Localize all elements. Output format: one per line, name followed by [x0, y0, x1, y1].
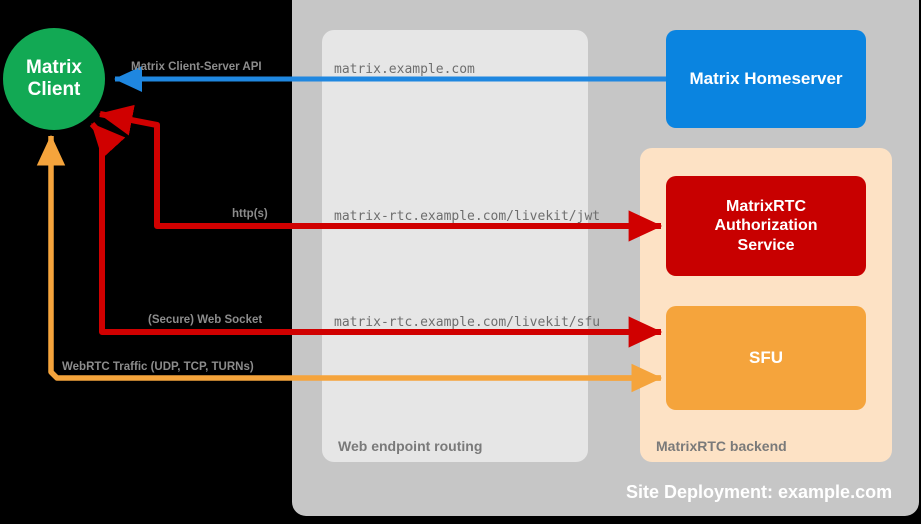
homeserver-endpoint-text: matrix.example.com	[334, 62, 475, 77]
edge-client-server-api-label: Matrix Client-Server API	[131, 61, 262, 73]
edge-https-line	[98, 104, 660, 229]
edge-websocket-label: (Secure) Web Socket	[148, 314, 263, 326]
sfu-endpoint-text: matrix-rtc.example.com/livekit/sfu	[334, 315, 601, 330]
jwt-endpoint-text: matrix-rtc.example.com/livekit/jwt	[334, 209, 601, 224]
site-deployment-caption: Site Deployment: example.com	[626, 482, 893, 502]
matrix-homeserver-node[interactable]	[666, 30, 866, 128]
sfu-node[interactable]	[666, 306, 866, 410]
matrixrtc-authorization-service-node[interactable]	[666, 176, 866, 276]
edge-webrtc-label: WebRTC Traffic (UDP, TCP, TURNs)	[62, 361, 254, 373]
edge-https-label: http(s)	[232, 208, 268, 220]
matrixrtc-backend-caption: MatrixRTC backend	[656, 438, 787, 454]
edge-websocket-line	[89, 121, 660, 335]
web-endpoint-routing-caption: Web endpoint routing	[338, 438, 483, 454]
edge-webrtc-line	[36, 134, 660, 381]
web-endpoint-routing-container	[322, 30, 588, 462]
